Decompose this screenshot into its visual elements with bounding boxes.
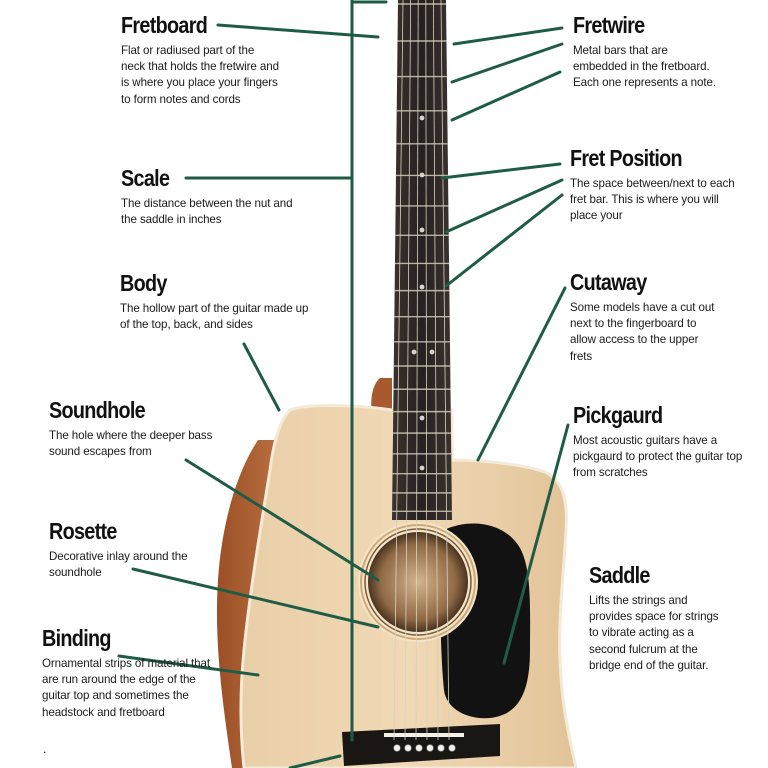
- guitar-string: [393, 0, 404, 741]
- fretboard-description: Flat or radiused part of the neck that h…: [121, 44, 279, 106]
- guitar-string: [425, 0, 428, 741]
- binding-title: Binding: [42, 625, 111, 651]
- soundhole-title: Soundhole: [49, 397, 146, 423]
- bridge-pin: [448, 744, 456, 752]
- pickguard-description: Most acoustic guitars have a pickgaurd t…: [573, 434, 743, 480]
- bridge-pin: [393, 744, 401, 752]
- label-rosette: Rosette Decorative inlay around the soun…: [49, 518, 209, 581]
- binding-description: Ornamental strips of material that are r…: [42, 657, 210, 719]
- leader-line: [288, 754, 342, 768]
- neck-heel: [371, 378, 392, 412]
- fret-inlay-dot: [419, 172, 425, 178]
- soundhole-shape: [368, 532, 468, 632]
- fret-inlay-dot: [419, 115, 425, 121]
- cutaway-title: Cutaway: [570, 269, 647, 295]
- trailing-dot: .: [43, 742, 47, 756]
- leader-line: [444, 193, 564, 288]
- leader-line: [440, 162, 562, 180]
- rosette-title: Rosette: [49, 518, 117, 544]
- leader-line: [502, 423, 570, 665]
- guitar-string: [404, 0, 411, 741]
- guitar-string: [433, 0, 439, 741]
- label-saddle: Saddle Lifts the strings and provides sp…: [589, 562, 729, 674]
- leader-line: [476, 286, 567, 462]
- saddle-title: Saddle: [589, 562, 650, 588]
- scale-title: Scale: [121, 165, 170, 191]
- soundhole-description: The hole where the deeper bass sound esc…: [49, 429, 213, 459]
- body-title: Body: [120, 270, 167, 296]
- label-fretboard: Fretboard Flat or radiused part of the n…: [121, 12, 281, 108]
- fretboard-shape: [392, 0, 452, 520]
- label-body: Body The hollow part of the guitar made …: [120, 270, 310, 333]
- fret-inlay-dot: [419, 465, 425, 471]
- fret-inlay-dot: [411, 349, 417, 355]
- fret-inlay-dot: [429, 349, 435, 355]
- guitar-string: [440, 0, 450, 741]
- fret-position-description: The space between/next to each fret bar.…: [570, 177, 735, 223]
- label-pickguard: Pickgaurd Most acoustic guitars have a p…: [573, 402, 743, 482]
- label-fret-position: Fret Position The space between/next to …: [570, 145, 742, 225]
- scale-description: The distance between the nut and the sad…: [121, 197, 293, 227]
- fretwire-title: Fretwire: [573, 12, 645, 38]
- label-fretwire: Fretwire Metal bars that are embedded in…: [573, 12, 723, 92]
- fret-position-title: Fret Position: [570, 145, 683, 171]
- leader-line: [444, 178, 564, 234]
- leader-line: [452, 26, 564, 46]
- leader-line: [131, 567, 380, 629]
- label-binding: Binding Ornamental strips of material th…: [42, 625, 217, 721]
- fretboard-title: Fretboard: [121, 12, 208, 38]
- bridge-pin: [404, 744, 412, 752]
- label-soundhole: Soundhole The hole where the deeper bass…: [49, 397, 229, 460]
- leader-line: [117, 654, 260, 677]
- rosette-description: Decorative inlay around the soundhole: [49, 550, 188, 580]
- pickguard-title: Pickgaurd: [573, 402, 663, 428]
- bridge-pin: [415, 744, 423, 752]
- leader-line: [242, 342, 281, 412]
- leader-line: [184, 458, 380, 582]
- guitar-string: [415, 0, 419, 741]
- label-scale: Scale The distance between the nut and t…: [121, 165, 311, 228]
- leader-line: [450, 70, 562, 122]
- saddle-bar: [384, 733, 464, 737]
- bridge-pin: [437, 744, 445, 752]
- fretwire-description: Metal bars that are embedded in the fret…: [573, 44, 716, 90]
- fret-inlay-dot: [419, 415, 425, 421]
- body-description: The hollow part of the guitar made up of…: [120, 302, 309, 332]
- leader-line: [450, 42, 564, 84]
- saddle-description: Lifts the strings and provides space for…: [589, 594, 719, 672]
- fret-inlay-dot: [419, 284, 425, 290]
- cutaway-description: Some models have a cut out next to the f…: [570, 301, 715, 363]
- fret-inlay-dot: [419, 227, 425, 233]
- label-cutaway: Cutaway Some models have a cut out next …: [570, 269, 720, 365]
- bridge-pin: [426, 744, 434, 752]
